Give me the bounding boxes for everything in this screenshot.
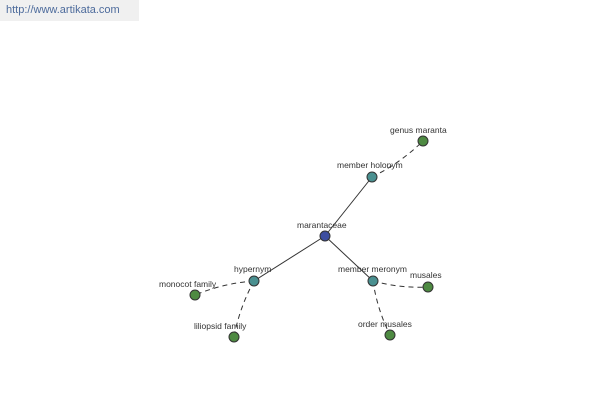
- node-hypernym[interactable]: [248, 275, 260, 287]
- site-url-banner[interactable]: http://www.artikata.com: [0, 0, 139, 21]
- label-musales[interactable]: musales: [410, 270, 442, 280]
- node-order-musales[interactable]: [384, 329, 396, 341]
- label-monocot-family[interactable]: monocot family: [159, 279, 217, 289]
- label-order-musales[interactable]: order musales: [358, 319, 412, 329]
- edge-member-meronym-to-musales: [372, 280, 429, 288]
- node-genus-maranta[interactable]: [417, 135, 429, 147]
- label-member-holonym[interactable]: member holonym: [337, 160, 403, 170]
- label-member-meronym[interactable]: member meronym: [338, 264, 407, 274]
- label-genus-maranta[interactable]: genus maranta: [390, 125, 447, 135]
- edge-member-holonym-to-genus-maranta: [371, 140, 424, 178]
- label-marantaceae[interactable]: marantaceae: [297, 220, 347, 230]
- edges-layer: [194, 140, 429, 338]
- label-hypernym[interactable]: hypernym: [234, 264, 271, 274]
- node-monocot-family[interactable]: [189, 289, 201, 301]
- edge-marantaceae-to-hypernym: [253, 235, 326, 282]
- node-marantaceae[interactable]: [319, 230, 331, 242]
- node-member-holonym[interactable]: [366, 171, 378, 183]
- label-liliopsid-family[interactable]: liliopsid family: [194, 321, 247, 331]
- node-musales[interactable]: [422, 281, 434, 293]
- labels-layer: marantaceae member holonym hypernym member …: [159, 125, 447, 331]
- nodes-layer: [189, 135, 434, 343]
- node-member-meronym[interactable]: [367, 275, 379, 287]
- edge-marantaceae-to-member-meronym: [324, 235, 374, 282]
- edge-marantaceae-to-member-holonym: [324, 176, 373, 237]
- node-liliopsid-family[interactable]: [228, 331, 240, 343]
